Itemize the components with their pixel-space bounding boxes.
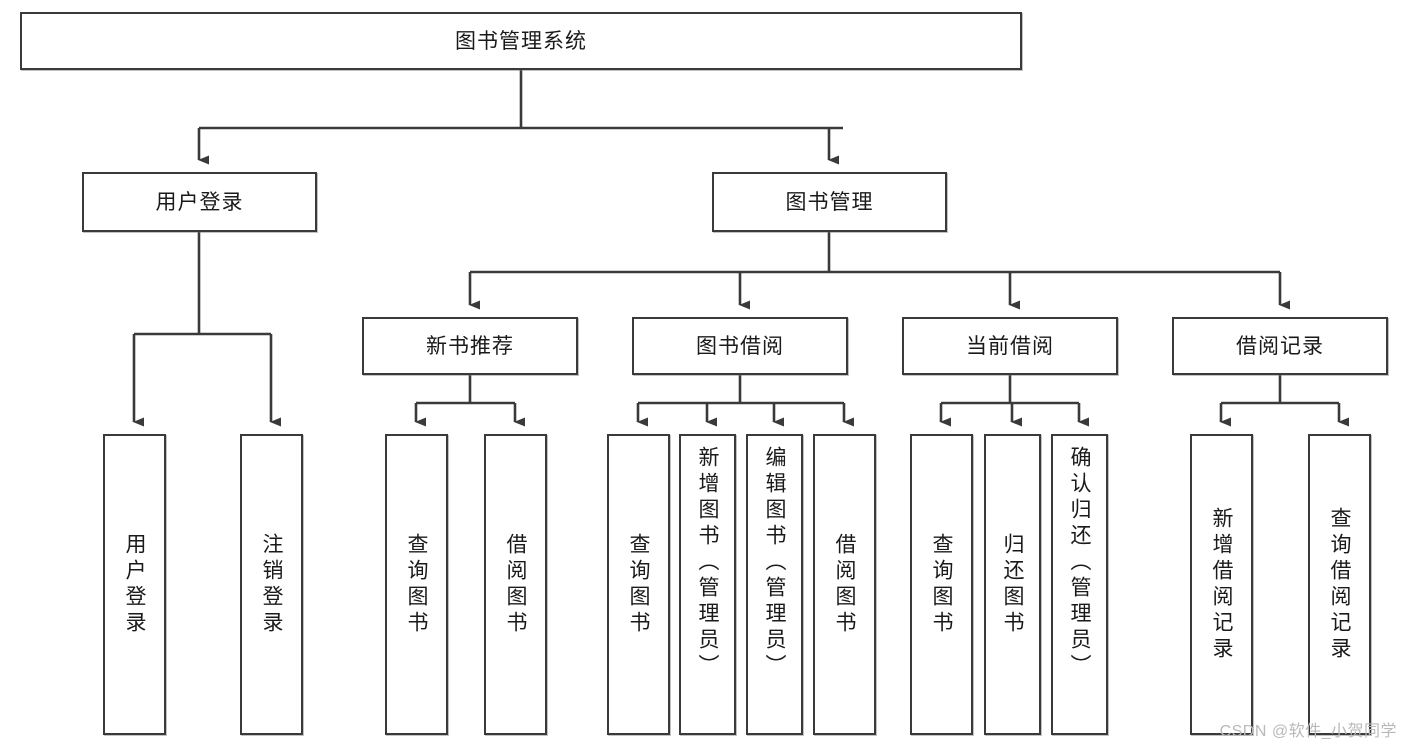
node-root-book-management-system[interactable]: 图书管理系统 [20, 12, 1022, 70]
node-label-leaf-edit-book-admin: 编辑图书（管理员） [763, 446, 786, 680]
node-label-leaf-confirm-return-admin: 确认归还（管理员） [1068, 446, 1091, 680]
node-book-borrow[interactable]: 图书借阅 [632, 317, 848, 375]
node-borrow-record[interactable]: 借阅记录 [1172, 317, 1388, 375]
node-current-borrow[interactable]: 当前借阅 [902, 317, 1118, 375]
node-label-book-borrow: 图书借阅 [696, 334, 784, 358]
node-leaf-borrow-book[interactable]: 借阅图书 [813, 434, 876, 735]
node-leaf-query-book-borrow[interactable]: 查询图书 [607, 434, 670, 735]
node-leaf-edit-book-admin[interactable]: 编辑图书（管理员） [746, 434, 803, 735]
node-leaf-query-borrow-record[interactable]: 查询借阅记录 [1308, 434, 1371, 735]
node-label-leaf-add-book-admin: 新增图书（管理员） [696, 446, 719, 680]
node-user-login[interactable]: 用户登录 [82, 172, 317, 232]
node-leaf-add-book-admin[interactable]: 新增图书（管理员） [679, 434, 736, 735]
node-leaf-query-book-recommend[interactable]: 查询图书 [385, 434, 448, 735]
node-label-leaf-query-borrow-record: 查询借阅记录 [1328, 506, 1351, 663]
node-label-user-login: 用户登录 [155, 190, 244, 214]
node-label-new-book-recommend: 新书推荐 [426, 334, 514, 358]
node-label-leaf-query-book-current: 查询图书 [930, 532, 953, 637]
node-label-leaf-borrow-book-recommend: 借阅图书 [504, 532, 527, 637]
node-label-leaf-return-book: 归还图书 [1001, 532, 1024, 637]
node-label-leaf-add-borrow-record: 新增借阅记录 [1210, 506, 1233, 663]
node-leaf-user-logout[interactable]: 注销登录 [240, 434, 303, 735]
node-label-leaf-user-logout: 注销登录 [260, 532, 283, 637]
node-leaf-add-borrow-record[interactable]: 新增借阅记录 [1190, 434, 1253, 735]
watermark-text: CSDN @软件_小贺同学 [1219, 723, 1397, 740]
node-label-current-borrow: 当前借阅 [966, 334, 1054, 358]
node-book-manage[interactable]: 图书管理 [712, 172, 947, 232]
node-label-leaf-borrow-book: 借阅图书 [833, 532, 856, 637]
node-label-leaf-query-book-borrow: 查询图书 [627, 532, 650, 637]
node-label-leaf-user-login: 用户登录 [123, 532, 146, 637]
node-leaf-borrow-book-recommend[interactable]: 借阅图书 [484, 434, 547, 735]
node-leaf-return-book[interactable]: 归还图书 [984, 434, 1041, 735]
node-label-book-manage: 图书管理 [785, 190, 874, 214]
node-new-book-recommend[interactable]: 新书推荐 [362, 317, 578, 375]
node-leaf-query-book-current[interactable]: 查询图书 [910, 434, 973, 735]
node-label-leaf-query-book-recommend: 查询图书 [405, 532, 428, 637]
node-label-root: 图书管理系统 [455, 29, 587, 53]
node-label-borrow-record: 借阅记录 [1236, 334, 1324, 358]
node-leaf-user-login[interactable]: 用户登录 [103, 434, 166, 735]
node-leaf-confirm-return-admin[interactable]: 确认归还（管理员） [1051, 434, 1108, 735]
